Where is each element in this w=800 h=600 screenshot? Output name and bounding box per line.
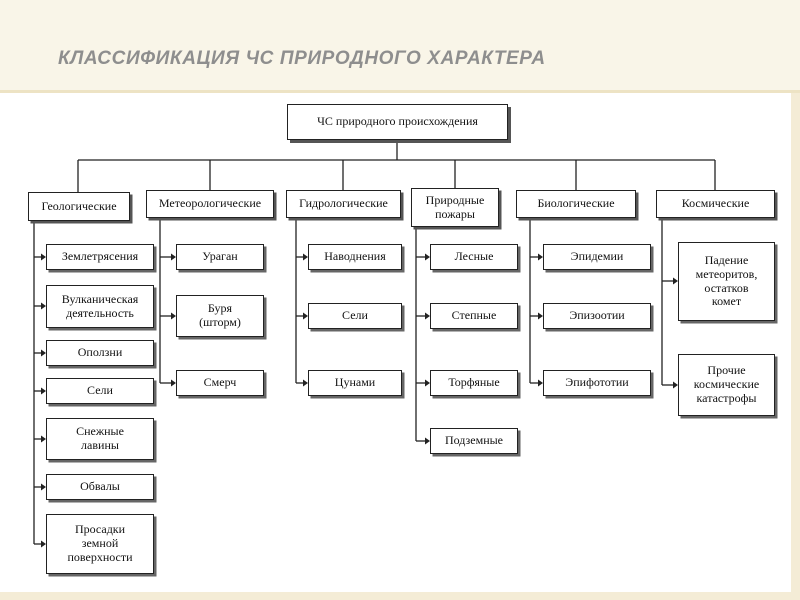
- item-geological-volcanic-activity: Вулканическая деятельность: [46, 285, 154, 328]
- item-fires-peat: Торфяные: [430, 370, 518, 396]
- right-edge-band: [791, 93, 800, 600]
- branch-arrowhead: [425, 437, 430, 445]
- item-cosmic-other-catastrophes: Прочие космические катастрофы: [678, 354, 775, 416]
- category-cosmic: Космические: [656, 190, 775, 218]
- category-hydrological: Гидрологические: [286, 190, 401, 218]
- slide-title: КЛАССИФИКАЦИЯ ЧС ПРИРОДНОГО ХАРАКТЕРА: [58, 48, 546, 69]
- item-geological-subsidence: Просадки земной поверхности: [46, 514, 154, 574]
- item-hydrological-floods: Наводнения: [308, 244, 402, 270]
- branch-arrowhead: [425, 312, 430, 320]
- branch-arrowhead: [673, 381, 678, 389]
- item-fires-steppe: Степные: [430, 303, 518, 329]
- item-hydrological-tsunami: Цунами: [308, 370, 402, 396]
- branch-arrowhead: [171, 379, 176, 387]
- category-meteorological: Метеорологические: [146, 190, 274, 218]
- branch-arrowhead: [538, 253, 543, 261]
- category-natural-fires: Природные пожары: [411, 188, 499, 227]
- item-geological-earthquakes: Землетрясения: [46, 244, 154, 270]
- branch-arrowhead: [425, 379, 430, 387]
- item-geological-mudflows: Сели: [46, 378, 154, 404]
- branch-arrowhead: [673, 277, 678, 285]
- branch-arrowhead: [41, 435, 46, 443]
- branch-arrowhead: [303, 379, 308, 387]
- category-geological: Геологические: [28, 192, 130, 221]
- item-geological-snow-avalanches: Снежные лавины: [46, 418, 154, 460]
- item-hydrological-mudflows: Сели: [308, 303, 402, 329]
- branch-arrowhead: [303, 253, 308, 261]
- branch-arrowhead: [538, 379, 543, 387]
- branch-arrowhead: [171, 253, 176, 261]
- item-biological-epidemics: Эпидемии: [543, 244, 651, 270]
- branch-arrowhead: [41, 387, 46, 395]
- branch-arrowhead: [41, 253, 46, 261]
- item-meteorological-tornado: Смерч: [176, 370, 264, 396]
- branch-arrowhead: [41, 349, 46, 357]
- bottom-edge-band: [0, 592, 800, 600]
- branch-arrowhead: [425, 253, 430, 261]
- branch-arrowhead: [303, 312, 308, 320]
- branch-arrowhead: [41, 302, 46, 310]
- item-biological-epizootics: Эпизоотии: [543, 303, 651, 329]
- branch-arrowhead: [41, 483, 46, 491]
- item-meteorological-storm: Буря (шторм): [176, 295, 264, 337]
- item-geological-landslides: Оползни: [46, 340, 154, 366]
- item-fires-forest: Лесные: [430, 244, 518, 270]
- item-geological-rockfalls: Обвалы: [46, 474, 154, 500]
- branch-arrowhead: [538, 312, 543, 320]
- item-meteorological-hurricane: Ураган: [176, 244, 264, 270]
- branch-arrowhead: [41, 540, 46, 548]
- title-band: [0, 0, 800, 90]
- item-fires-underground: Подземные: [430, 428, 518, 454]
- title-divider: [0, 90, 800, 93]
- root-node: ЧС природного происхождения: [287, 104, 508, 140]
- category-biological: Биологические: [516, 190, 636, 218]
- item-biological-epiphytotics: Эпифототии: [543, 370, 651, 396]
- item-cosmic-meteorite-fall: Падение метеоритов, остатков комет: [678, 242, 775, 321]
- branch-arrowhead: [171, 312, 176, 320]
